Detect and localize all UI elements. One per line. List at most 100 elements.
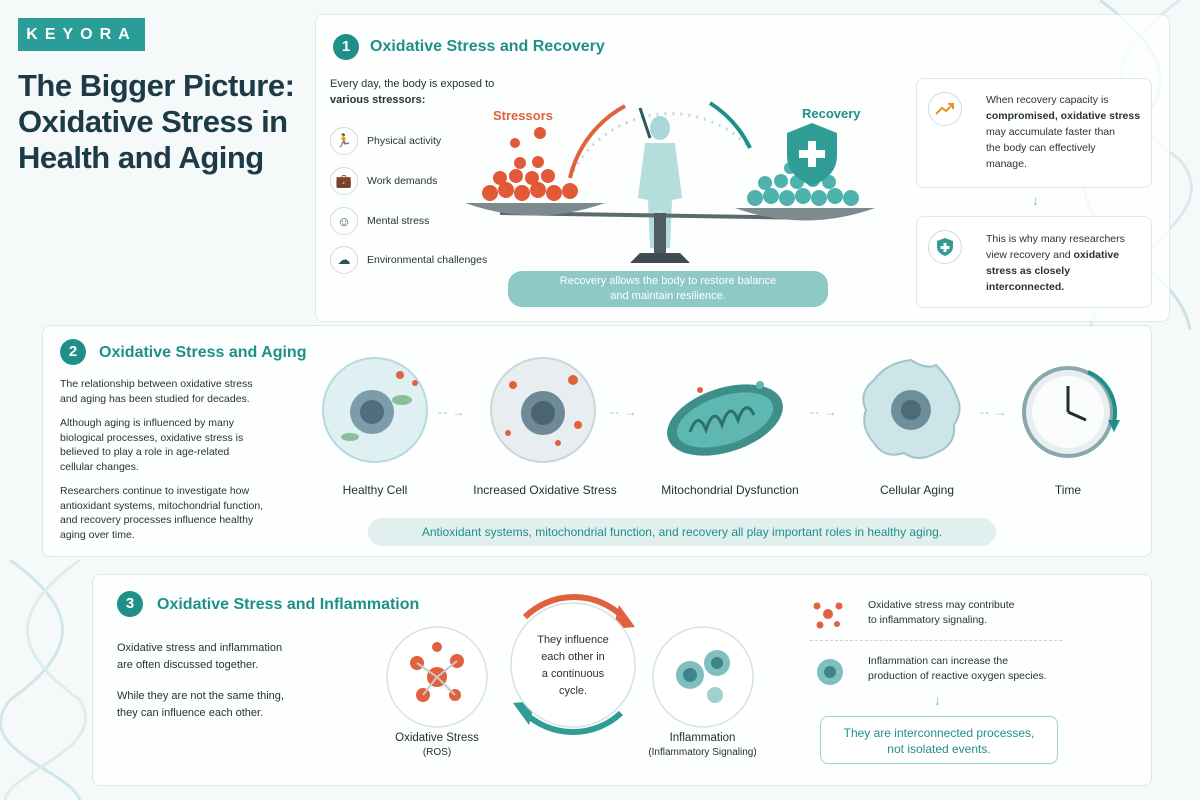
card1-bold: compromised, oxidative stress — [986, 110, 1141, 122]
section3-title: Oxidative Stress and Inflammation — [157, 596, 420, 613]
section2-paragraphs: The relationship between oxidative stres… — [60, 377, 305, 542]
card1-line5: manage. — [986, 158, 1027, 170]
section3-number: 3 — [117, 591, 143, 617]
cycle-center-text: They influence each other in a continuou… — [513, 632, 633, 700]
page-title-line3: Health and Aging — [18, 140, 264, 175]
dna-helix-decoration-left — [0, 560, 88, 800]
stage-arrow-3: -- → — [810, 405, 838, 419]
stage-arrow-1: -- → — [438, 405, 466, 419]
cycle-l4: cycle. — [558, 685, 588, 697]
down-arrow-icon: ↓ — [1032, 192, 1039, 208]
interconnected-card — [916, 216, 1152, 308]
card2-bold3: interconnected. — [986, 281, 1065, 293]
s2-p2-l4: cellular changes. — [60, 460, 139, 473]
bullet-divider — [810, 640, 1062, 641]
stage-label-time: Time — [1054, 483, 1082, 497]
mitochondria-illustration — [667, 381, 783, 456]
stage-arrow-4: -- → — [980, 405, 1008, 419]
inflammation-label-title: Inflammation — [669, 732, 736, 744]
ros-label: Oxidative Stress (ROS) — [372, 732, 502, 758]
bullet2-l2: production of reactive oxygen species. — [868, 670, 1047, 682]
interconnected-text: This is why many researchers view recove… — [986, 231, 1146, 295]
balance-message-banner: Recovery allows the body to restore bala… — [508, 271, 828, 307]
card2-bold1: oxidative — [1073, 249, 1120, 261]
cycle-l1: They influence — [537, 634, 609, 646]
stressor-label: Work demands — [367, 175, 438, 187]
s2-p3-l1: Researchers continue to investigate how — [60, 485, 250, 497]
shield-plus-icon — [928, 230, 962, 264]
page-title-line1: The Bigger Picture: — [18, 68, 295, 103]
section1-title: Oxidative Stress and Recovery — [370, 38, 605, 55]
clock-icon — [1022, 366, 1120, 458]
inflammation-cycle-diagram — [386, 593, 754, 736]
conclusion-box: They are interconnected processes, not i… — [820, 716, 1058, 764]
inflammation-cell-icon — [817, 659, 843, 685]
trend-up-icon — [928, 92, 962, 126]
s2-p1-l1: The relationship between oxidative stres… — [60, 378, 253, 390]
bullet1-l1: Oxidative stress may contribute — [868, 599, 1015, 611]
stressor-work-demands: 💼 Work demands — [330, 167, 437, 195]
s2-p3-l2: antioxidant systems, mitochondrial funct… — [60, 499, 264, 512]
balance-scale-illustration — [465, 101, 875, 263]
ros-molecule-icon — [813, 602, 843, 629]
stressors-label: Stressors — [493, 108, 553, 123]
cloud-icon: ☁ — [330, 246, 358, 274]
s3-p2-l1: While they are not the same thing, — [117, 690, 284, 702]
section1-intro: Every day, the body is exposed to variou… — [330, 76, 494, 108]
down-arrow-icon-2: ↓ — [934, 692, 941, 708]
stressor-environmental: ☁ Environmental challenges — [330, 246, 487, 274]
card1-line3: may accumulate faster than — [986, 126, 1115, 138]
stage-arrow-2: -- → — [610, 405, 638, 419]
conclusion-l2: not isolated events. — [887, 742, 991, 756]
inflammation-label: Inflammation (Inflammatory Signaling) — [630, 732, 775, 758]
s2-p3-l4: aging over time. — [60, 528, 135, 541]
page-title: The Bigger Picture: Oxidative Stress in … — [18, 68, 318, 176]
section3-paragraphs: Oxidative stress and inflammation are of… — [117, 640, 347, 722]
balance-message-line1: Recovery allows the body to restore bala… — [559, 275, 777, 287]
card2-line1: This is why many researchers — [986, 233, 1125, 245]
healthy-aging-banner: Antioxidant systems, mitochondrial funct… — [368, 518, 996, 546]
stage-label-cellular-aging: Cellular Aging — [879, 483, 955, 497]
balance-message-line2: and maintain resilience. — [610, 290, 726, 302]
card2-bold2: stress as closely — [986, 265, 1071, 277]
s2-p2-l2: biological processes, oxidative stress i… — [60, 431, 244, 444]
section2-title: Oxidative Stress and Aging — [99, 344, 307, 361]
s3-p1-l1: Oxidative stress and inflammation — [117, 642, 283, 654]
brain-head-icon: ☺ — [330, 207, 358, 235]
s2-p1-l2: and aging has been studied for decades. — [60, 392, 250, 405]
section1-intro-line1: Every day, the body is exposed to — [330, 78, 495, 90]
page-title-line2: Oxidative Stress in — [18, 104, 288, 139]
cycle-l2: each other in — [541, 651, 605, 663]
recovery-compromised-text: When recovery capacity is compromised, o… — [986, 92, 1146, 172]
aging-cell-illustration — [862, 358, 961, 459]
ros-label-title: Oxidative Stress — [395, 732, 479, 744]
section2-number: 2 — [60, 339, 86, 365]
stage-label-mitochondrial: Mitochondrial Dysfunction — [661, 483, 799, 497]
brand-logo: KEYORA — [18, 18, 145, 51]
running-person-icon: 🏃 — [330, 127, 358, 155]
stressor-physical-activity: 🏃 Physical activity — [330, 127, 441, 155]
card2-line2: view recovery and — [986, 249, 1071, 261]
card1-line4: the body can effectively — [986, 142, 1096, 154]
bullet2-l1: Inflammation can increase the — [868, 655, 1009, 667]
bullet-ros-to-inflammation: Oxidative stress may contribute to infla… — [868, 598, 1014, 628]
stressor-label: Environmental challenges — [367, 254, 488, 266]
s3-p2-l2: they can influence each other. — [117, 707, 264, 719]
briefcase-icon: 💼 — [330, 167, 358, 195]
stressor-label: Physical activity — [367, 135, 442, 147]
s2-p2-l1: Although aging is influenced by many — [60, 417, 234, 429]
bullet1-l2: to inflammatory signaling. — [868, 614, 988, 626]
inflammation-label-sub: (Inflammatory Signaling) — [648, 747, 757, 758]
oxidative-stress-cell-illustration — [490, 357, 596, 463]
section1-number: 1 — [333, 34, 359, 60]
cycle-l3: a continuous — [541, 668, 605, 680]
section1-intro-line2: various stressors: — [330, 94, 426, 106]
stressor-mental-stress: ☺ Mental stress — [330, 207, 429, 235]
stage-label-healthy-cell: Healthy Cell — [342, 483, 408, 497]
s2-p3-l3: and recovery processes influence healthy — [60, 514, 254, 526]
s3-p1-l2: are often discussed together. — [117, 659, 259, 671]
card1-line1: When recovery capacity is — [986, 94, 1109, 106]
healthy-cell-illustration — [322, 357, 428, 463]
conclusion-l1: They are interconnected processes, — [843, 726, 1035, 740]
ros-label-sub: (ROS) — [422, 747, 452, 758]
